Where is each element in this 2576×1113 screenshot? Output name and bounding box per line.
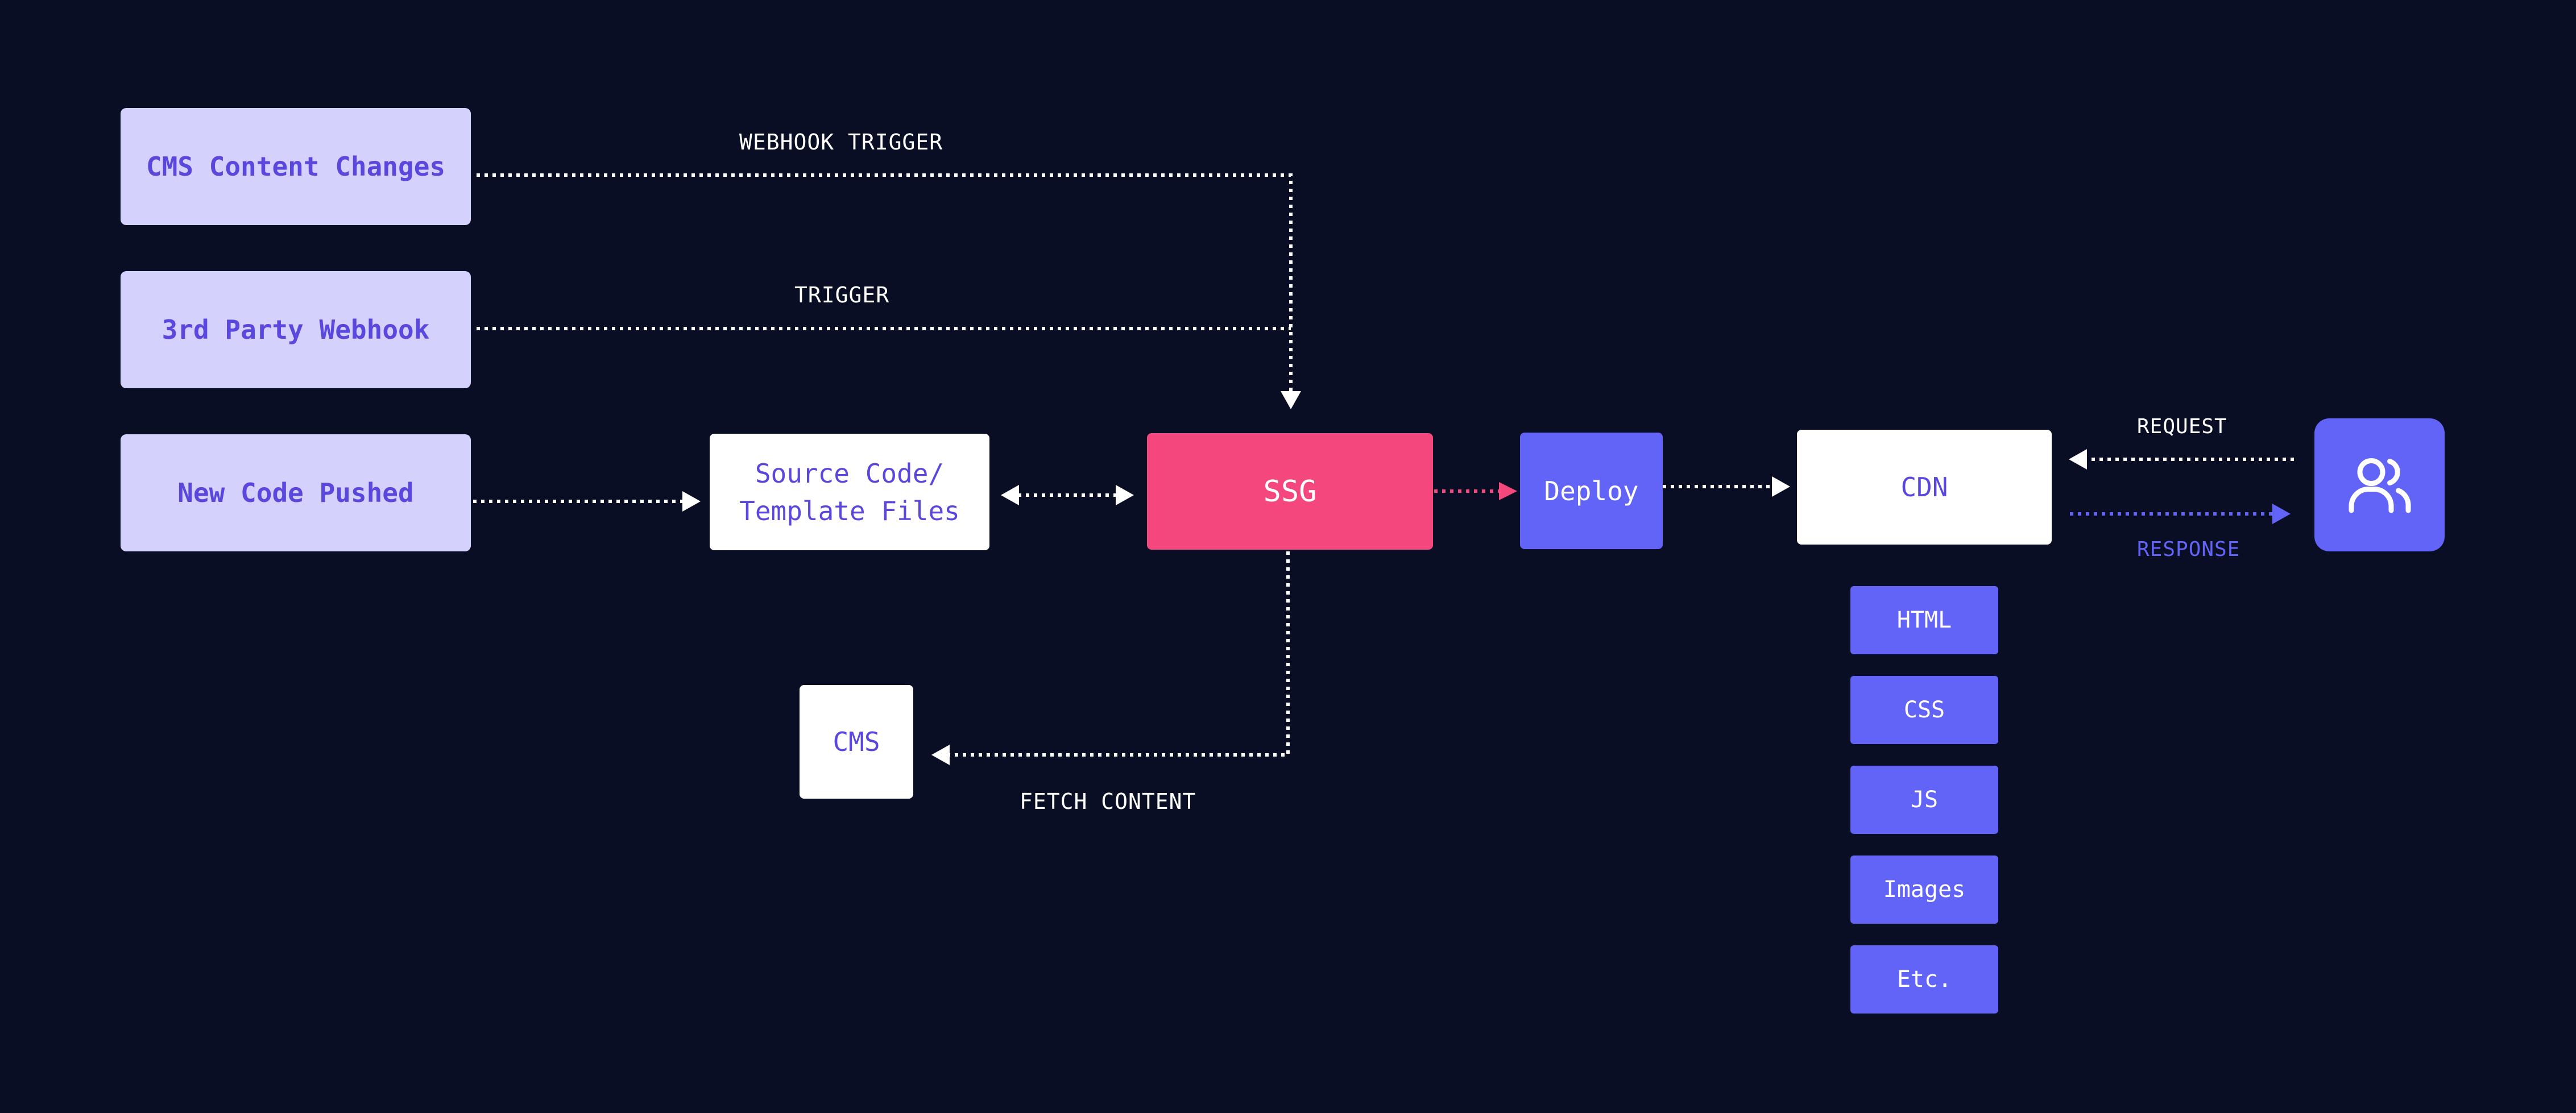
cms-content-changes-label: CMS Content Changes [146, 151, 446, 182]
ssg-box: SSG [1147, 433, 1433, 550]
asset-label: CSS [1903, 697, 1945, 723]
third-party-webhook-box: 3rd Party Webhook [121, 271, 471, 388]
source-code-label-line1: Source Code/ [755, 458, 945, 489]
deploy-label: Deploy [1544, 475, 1639, 506]
asset-label: Etc. [1896, 966, 1952, 992]
label-request: REQUEST [2137, 415, 2227, 438]
arrowhead-webhook [1281, 391, 1301, 409]
asset-html: HTML [1850, 586, 1998, 654]
cms-content-changes-box: CMS Content Changes [121, 108, 471, 225]
arrowhead-deploy [1499, 482, 1517, 500]
asset-etc: Etc. [1850, 945, 1998, 1014]
label-webhook-trigger: WEBHOOK TRIGGER [739, 130, 943, 155]
asset-css: CSS [1850, 676, 1998, 744]
connector-webhook-trigger [477, 173, 1293, 391]
label-fetch-content: FETCH CONTENT [1020, 789, 1196, 814]
source-code-box: Source Code/ Template Files [710, 434, 989, 550]
third-party-webhook-label: 3rd Party Webhook [161, 314, 430, 345]
arrowhead-ssg-right [1116, 485, 1134, 505]
asset-label: HTML [1896, 607, 1952, 633]
asset-label: Images [1883, 877, 1966, 903]
new-code-pushed-label: New Code Pushed [177, 477, 414, 508]
new-code-pushed-box: New Code Pushed [121, 434, 471, 551]
cms-label: CMS [833, 726, 880, 757]
users-box [2314, 418, 2445, 551]
connector-fetch-content [949, 551, 1290, 757]
asset-label: JS [1910, 787, 1939, 813]
label-response: RESPONSE [2137, 538, 2240, 561]
source-code-label-line2: Template Files [739, 495, 960, 526]
arrowhead-cms [931, 745, 950, 765]
arrowhead-request [2069, 449, 2087, 470]
cms-box: CMS [800, 685, 913, 799]
label-trigger: TRIGGER [794, 283, 890, 308]
arrowhead-source-left [1001, 485, 1019, 505]
cdn-box: CDN [1797, 430, 2052, 545]
deploy-box: Deploy [1520, 433, 1663, 549]
asset-js: JS [1850, 766, 1998, 834]
arrowhead-cdn [1772, 476, 1790, 497]
users-icon [2349, 458, 2411, 513]
arrowhead-new-code [682, 491, 701, 512]
cdn-label: CDN [1900, 472, 1948, 502]
asset-images: Images [1850, 855, 1998, 924]
ssg-label: SSG [1263, 474, 1317, 509]
arrowhead-response [2272, 504, 2291, 524]
